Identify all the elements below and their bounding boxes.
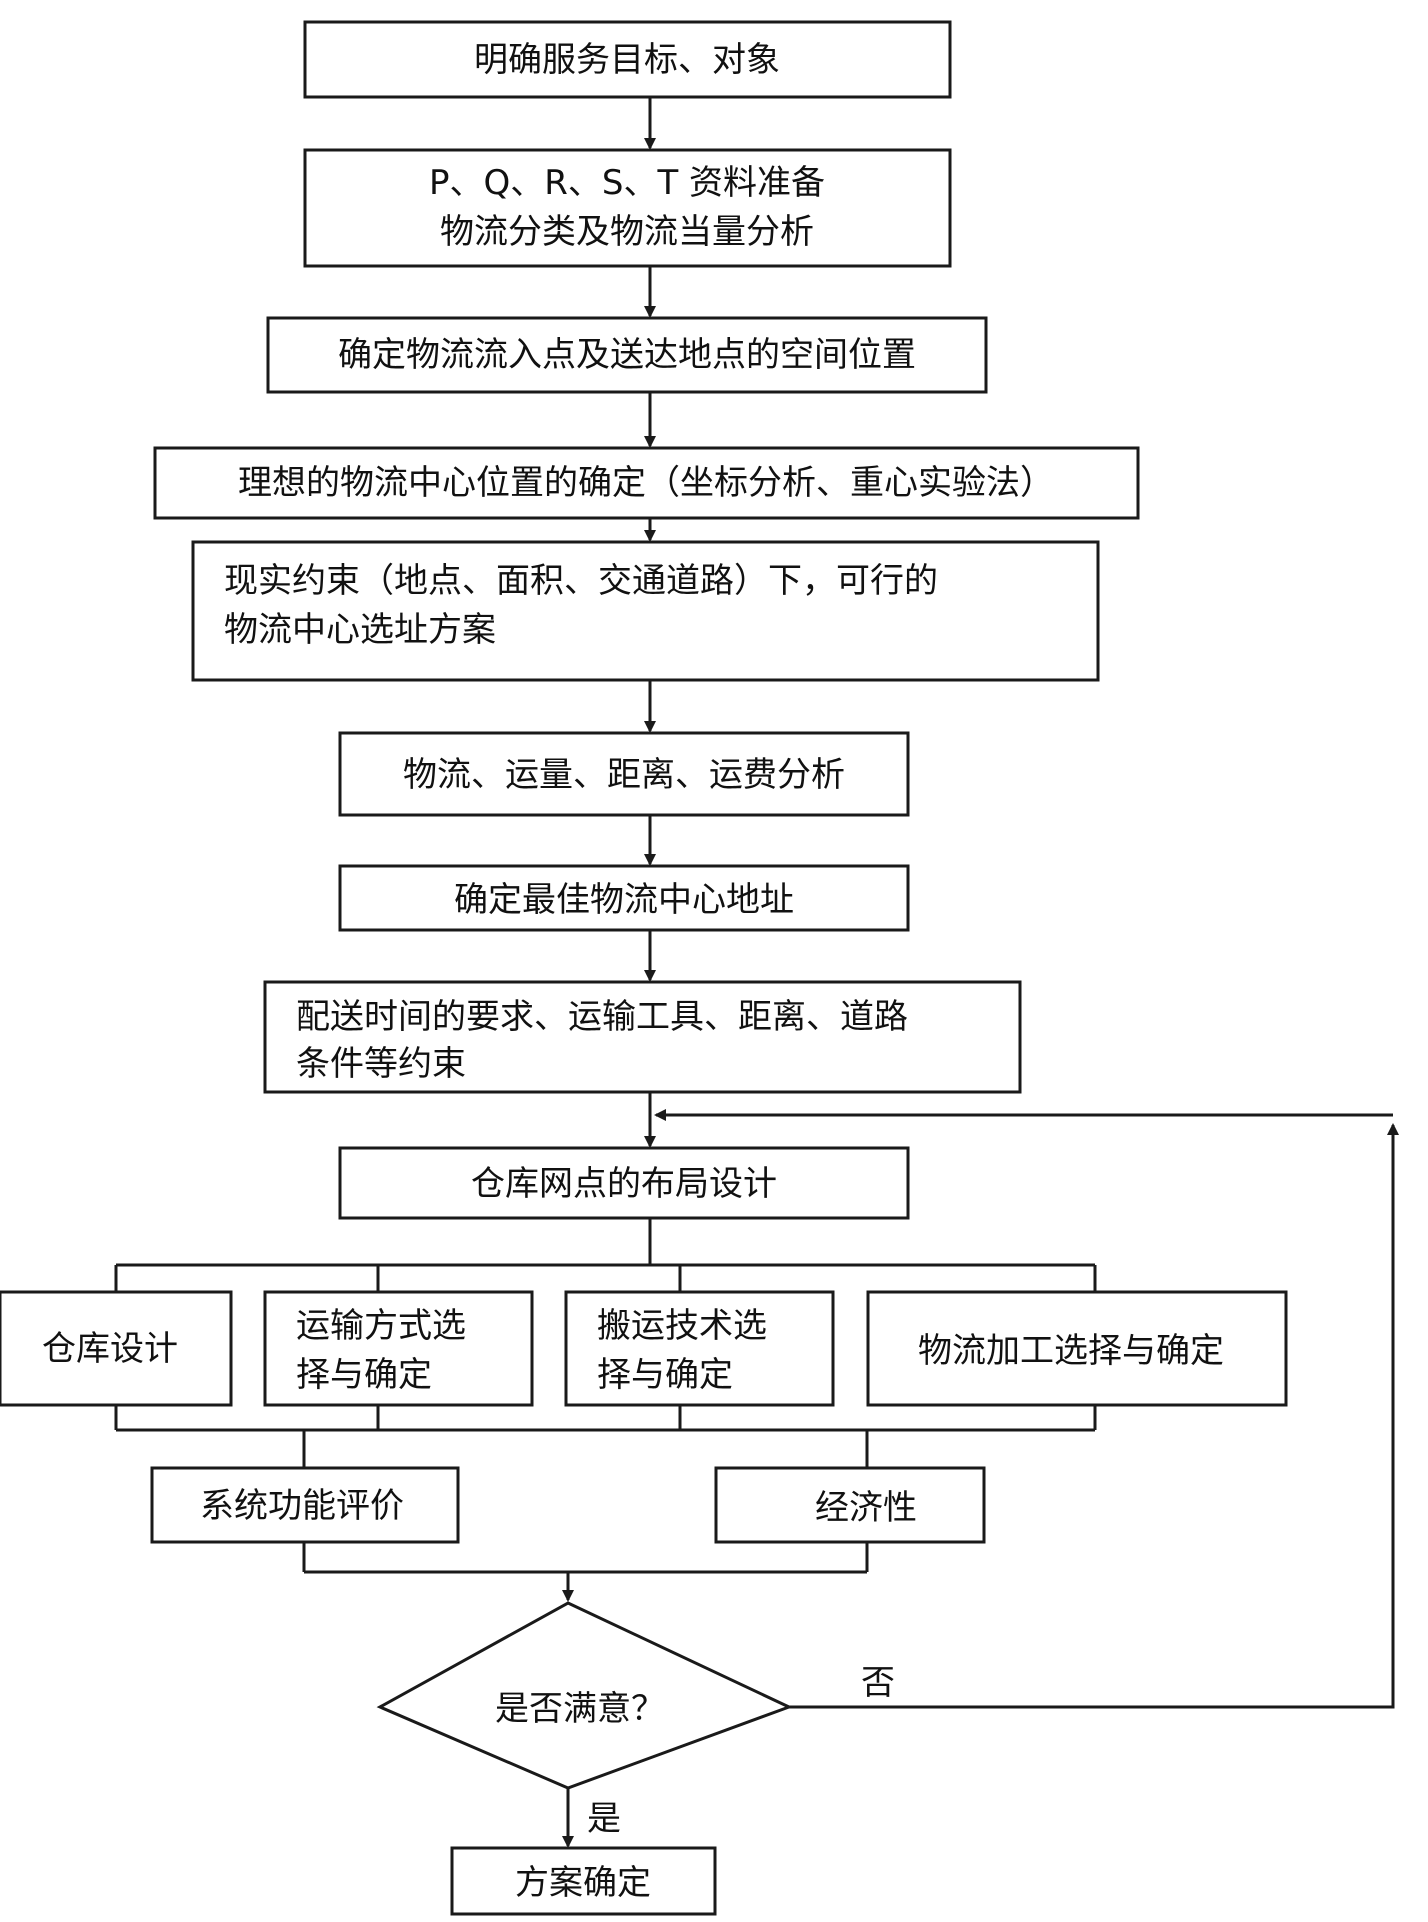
- node-15: 经济性: [714, 1466, 986, 1544]
- node-11-line-1: 运输方式选: [296, 1306, 466, 1346]
- node-12-line-1: 搬运技术选: [597, 1306, 767, 1346]
- node-12: 搬运技术选 择与确定: [564, 1290, 835, 1407]
- node-3-line-1: 确定物流流入点及送达地点的空间位置: [338, 335, 916, 375]
- arrow-decision-no: [789, 1123, 1399, 1709]
- node-12-line-2: 择与确定: [597, 1355, 733, 1395]
- node-7: 确定最佳物流中心地址: [338, 864, 910, 932]
- node-16-line-1: 方案确定: [515, 1863, 651, 1903]
- node-10: 仓库设计: [0, 1290, 233, 1407]
- node-11: 运输方式选 择与确定: [263, 1290, 534, 1407]
- node-8-line-2: 条件等约束: [296, 1044, 466, 1084]
- decision-line-1: 是否满意？: [495, 1689, 665, 1729]
- node-6: 物流、运量、距离、运费分析: [338, 731, 910, 817]
- node-2-line-1: P、Q、R、S、T 资料准备: [429, 163, 825, 203]
- node-4: 理想的物流中心位置的确定（坐标分析、重心实验法）: [153, 446, 1140, 520]
- node-2: P、Q、R、S、T 资料准备 物流分类及物流当量分析: [303, 148, 952, 268]
- node-14: 系统功能评价: [150, 1466, 460, 1544]
- decision-diamond: 是否满意？: [376, 1601, 793, 1790]
- node-9-line-1: 仓库网点的布局设计: [471, 1164, 777, 1204]
- node-8-line-1: 配送时间的要求、运输工具、距离、道路: [296, 997, 908, 1037]
- node-16: 方案确定: [450, 1846, 717, 1916]
- node-5-line-1: 现实约束（地点、面积、交通道路）下，可行的: [224, 561, 938, 601]
- edge-label-yes: 是: [587, 1799, 621, 1839]
- node-5-line-2: 物流中心选址方案: [224, 610, 496, 650]
- node-14-line-1: 系统功能评价: [200, 1486, 404, 1526]
- node-1: 明确服务目标、对象: [303, 20, 952, 99]
- node-5: 现实约束（地点、面积、交通道路）下，可行的 物流中心选址方案: [191, 540, 1100, 682]
- node-11-line-2: 择与确定: [296, 1355, 432, 1395]
- node-13: 物流加工选择与确定: [866, 1290, 1288, 1407]
- node-9: 仓库网点的布局设计: [338, 1146, 910, 1220]
- node-2-line-2: 物流分类及物流当量分析: [440, 212, 814, 252]
- node-1-line-1: 明确服务目标、对象: [474, 40, 780, 80]
- node-13-line-1: 物流加工选择与确定: [918, 1331, 1224, 1371]
- node-3: 确定物流流入点及送达地点的空间位置: [266, 316, 988, 394]
- node-8: 配送时间的要求、运输工具、距离、道路 条件等约束: [263, 980, 1022, 1094]
- node-15-line-1: 经济性: [815, 1488, 917, 1528]
- node-6-line-1: 物流、运量、距离、运费分析: [403, 755, 845, 795]
- connectors: [114, 97, 1399, 1848]
- node-4-line-1: 理想的物流中心位置的确定（坐标分析、重心实验法）: [238, 463, 1054, 503]
- edge-label-no: 否: [861, 1663, 895, 1703]
- node-7-line-1: 确定最佳物流中心地址: [454, 880, 794, 920]
- node-10-line-1: 仓库设计: [42, 1329, 178, 1369]
